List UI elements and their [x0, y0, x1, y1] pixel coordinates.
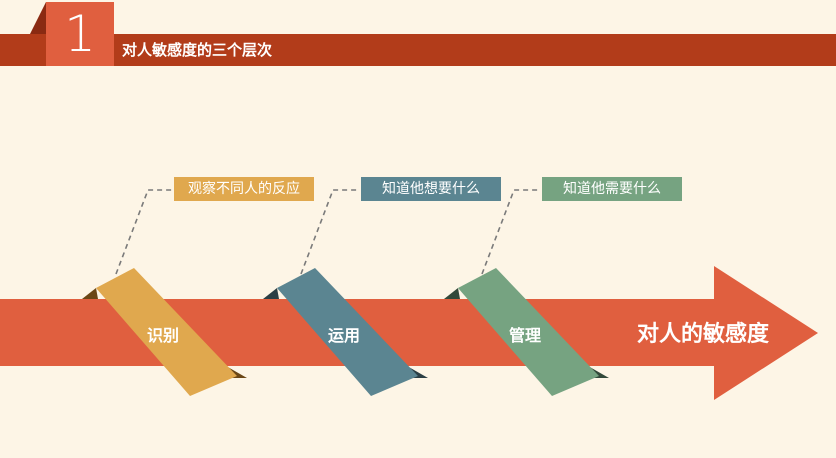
stage-note-1: 观察不同人的反应	[174, 177, 314, 201]
section-number: 1	[46, 2, 114, 66]
callout-line-3	[481, 189, 540, 275]
page-title: 对人敏感度的三个层次	[122, 41, 273, 59]
stage-note-3: 知道他需要什么	[542, 177, 682, 201]
ribbon-1	[96, 268, 237, 396]
stage-label-2: 运用	[327, 326, 360, 345]
ribbon-fold-top-2	[263, 288, 279, 299]
ribbon-fold-top-3	[444, 288, 460, 299]
header-bar	[0, 34, 836, 66]
stage-label-3: 管理	[508, 326, 541, 345]
ribbon-3	[458, 268, 599, 396]
ribbon-2	[277, 268, 418, 396]
number-fold	[30, 2, 46, 34]
ribbon-fold-top-1	[82, 288, 98, 299]
stage-note-2: 知道他想要什么	[361, 177, 501, 201]
callout-line-1	[115, 189, 172, 275]
main-arrow	[0, 266, 818, 400]
stage-label-1: 识别	[146, 326, 179, 345]
callout-line-2	[300, 189, 359, 275]
arrow-label: 对人的敏感度	[636, 322, 769, 347]
